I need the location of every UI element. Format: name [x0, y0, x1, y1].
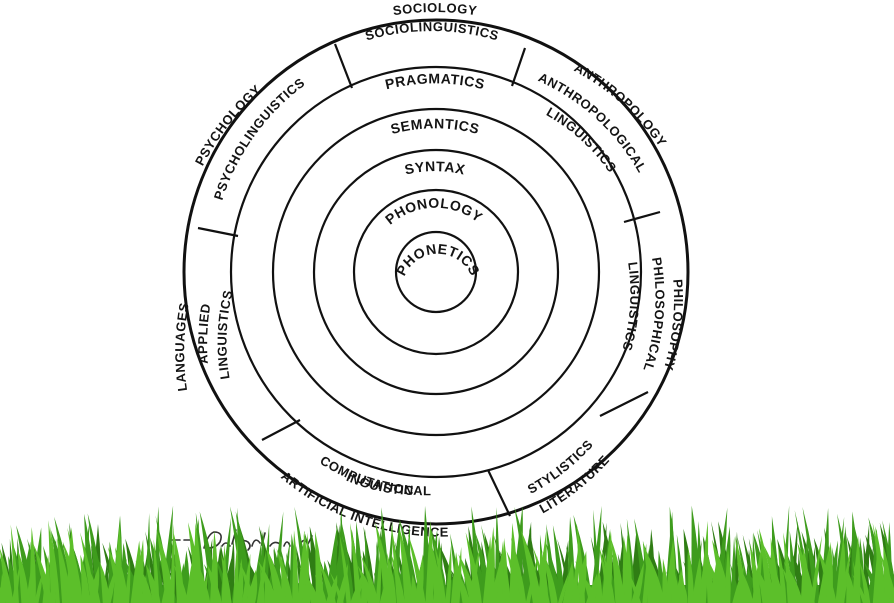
- label-pragmatics: PRAGMATICS: [384, 70, 487, 92]
- ring-syntax: [314, 150, 558, 394]
- divider-psych-socio: [335, 44, 352, 88]
- divider-socio-anthro: [512, 48, 525, 86]
- grass-border: [0, 505, 894, 603]
- divider-stylistics-computational: [488, 470, 510, 516]
- core-labels: PHONETICS PHONOLOGY SYNTAX SEMANTICS PRA…: [382, 70, 487, 278]
- divider-computational-applied: [262, 420, 300, 440]
- label-semantics: SEMANTICS: [389, 115, 481, 137]
- label-philosophical: PHILOSOPHICAL: [640, 256, 667, 374]
- divider-applied-psych: [198, 228, 238, 236]
- label-computational-linguistics: LINGUISTICS: [0, 0, 414, 498]
- label-philosophical-linguistics: LINGUISTICS: [619, 261, 642, 353]
- label-applied-linguistics: LINGUISTICS: [214, 289, 235, 381]
- ring-phonology: [354, 190, 518, 354]
- branch-labels: SOCIOLINGUISTICS ANTHROPOLOGICAL LINGUIS…: [0, 0, 668, 498]
- label-languages: LANGUAGES: [172, 301, 192, 392]
- divider-philo-stylistics: [600, 392, 648, 416]
- label-applied: APPLIED: [195, 302, 213, 364]
- label-sociology: SOCIOLOGY: [392, 0, 478, 18]
- grass-blade: [292, 530, 298, 603]
- divider-anthro-philo: [624, 212, 660, 222]
- label-syntax: SYNTAX: [403, 158, 467, 178]
- ring-semantics: [273, 109, 599, 435]
